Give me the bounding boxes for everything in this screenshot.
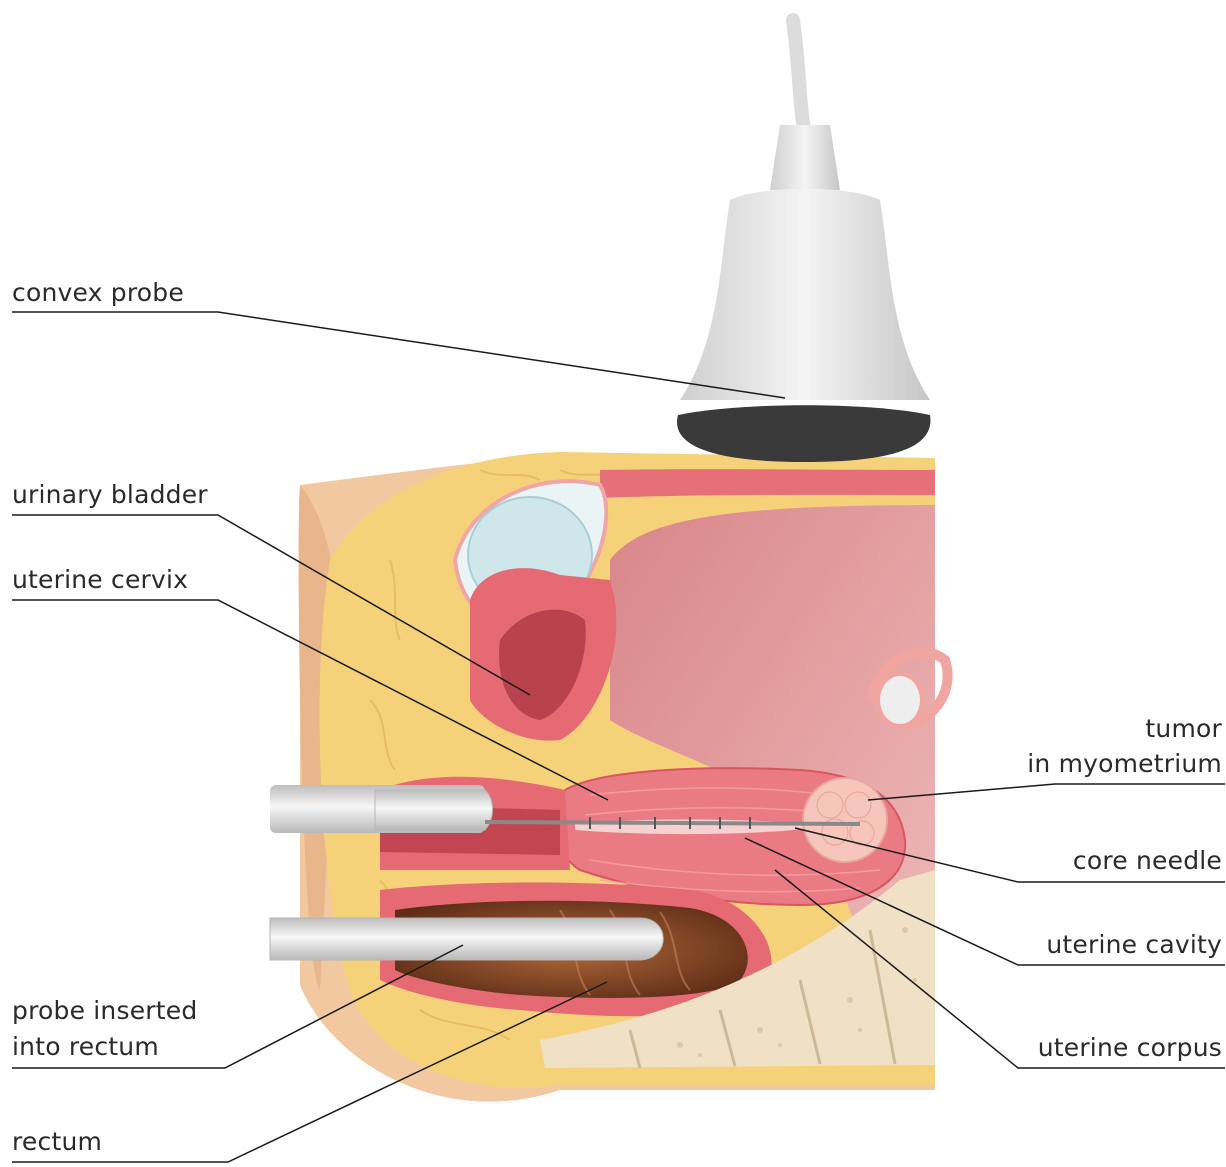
label-rectum: rectum — [12, 1124, 102, 1160]
label-tumor-2: in myometrium — [1027, 746, 1222, 782]
tumor — [803, 778, 887, 862]
abdominal-muscle — [600, 469, 935, 498]
probe-neck — [770, 125, 840, 190]
label-uterine-cavity: uterine cavity — [1046, 927, 1222, 963]
label-core-needle: core needle — [1073, 843, 1222, 879]
label-urinary-bladder: urinary bladder — [12, 477, 208, 513]
rectal-probe-rod — [270, 918, 663, 960]
label-convex-probe: convex probe — [12, 275, 184, 311]
label-probe-inserted-1: probe inserted — [12, 993, 197, 1029]
ovary — [878, 674, 922, 726]
label-probe-inserted-2: into rectum — [12, 1029, 159, 1065]
label-tumor-1: tumor — [1145, 711, 1222, 747]
probe-face — [677, 405, 930, 462]
label-uterine-cervix: uterine cervix — [12, 562, 188, 598]
core-needle — [485, 822, 860, 824]
vaginal-probe-tip — [375, 790, 493, 830]
label-uterine-corpus: uterine corpus — [1038, 1030, 1222, 1066]
probe-cable — [793, 20, 805, 130]
probe-body — [680, 189, 930, 400]
leader-convex-probe — [12, 312, 785, 398]
